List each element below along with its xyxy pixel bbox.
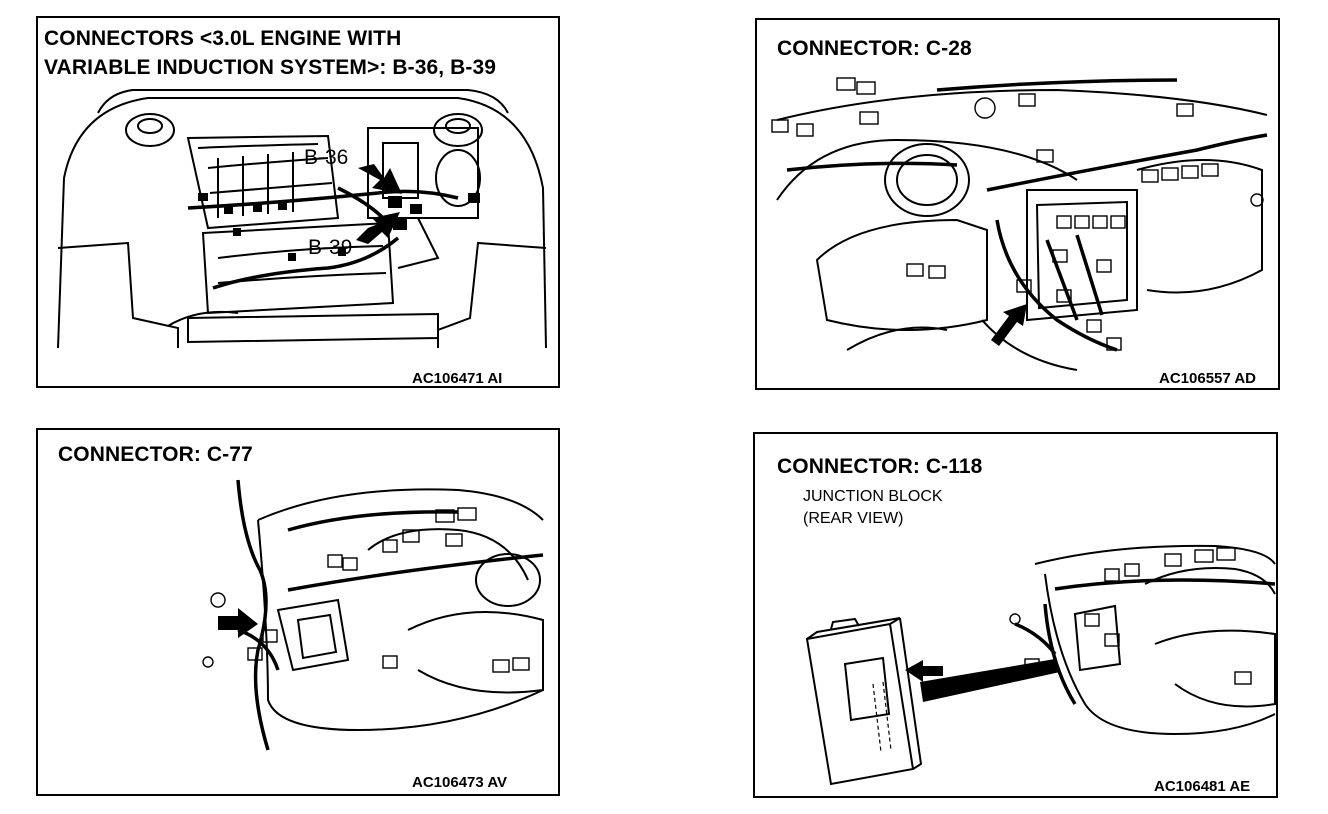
diagram-panel-c28: CONNECTOR: C-28 AC106557 AD	[755, 18, 1280, 390]
panel-title: CONNECTOR: C-77	[58, 443, 253, 466]
arrow-icon	[358, 164, 402, 194]
figure-code: AC106481 AE	[1154, 778, 1251, 795]
panel-title-line1: CONNECTORS <3.0L ENGINE WITH	[44, 27, 402, 50]
diagram-panel-b36-b39: CONNECTORS <3.0L ENGINE WITH VARIABLE IN…	[36, 16, 560, 388]
figure-code: AC106473 AV	[412, 774, 508, 791]
panel-title: CONNECTOR: C-118	[777, 455, 983, 478]
figure-code: AC106471 AI	[412, 370, 503, 387]
dashboard-drawing-c28	[771, 77, 1268, 371]
dashboard-drawing-c77	[202, 479, 544, 751]
callout-b36: B-36	[304, 146, 349, 169]
panel-title: CONNECTOR: C-28	[777, 37, 972, 60]
arrow-icon	[905, 660, 943, 682]
junction-block-drawing	[805, 544, 1276, 786]
arrow-icon	[218, 608, 258, 638]
figure-code: AC106557 AD	[1159, 370, 1256, 387]
panel-title-line2: VARIABLE INDUCTION SYSTEM>: B-36, B-39	[44, 56, 497, 79]
engine-bay-drawing	[57, 89, 547, 349]
arrow-icon	[991, 304, 1027, 346]
callout-b39: B-39	[308, 236, 353, 259]
rear-view-label: (REAR VIEW)	[803, 510, 904, 527]
junction-block-label: JUNCTION BLOCK	[803, 488, 943, 505]
arrow-icon	[356, 212, 400, 244]
diagram-panel-c77: CONNECTOR: C-77 AC106473 AV	[36, 428, 560, 796]
diagram-panel-c118: CONNECTOR: C-118 JUNCTION BLOCK (REAR VI…	[753, 432, 1278, 798]
